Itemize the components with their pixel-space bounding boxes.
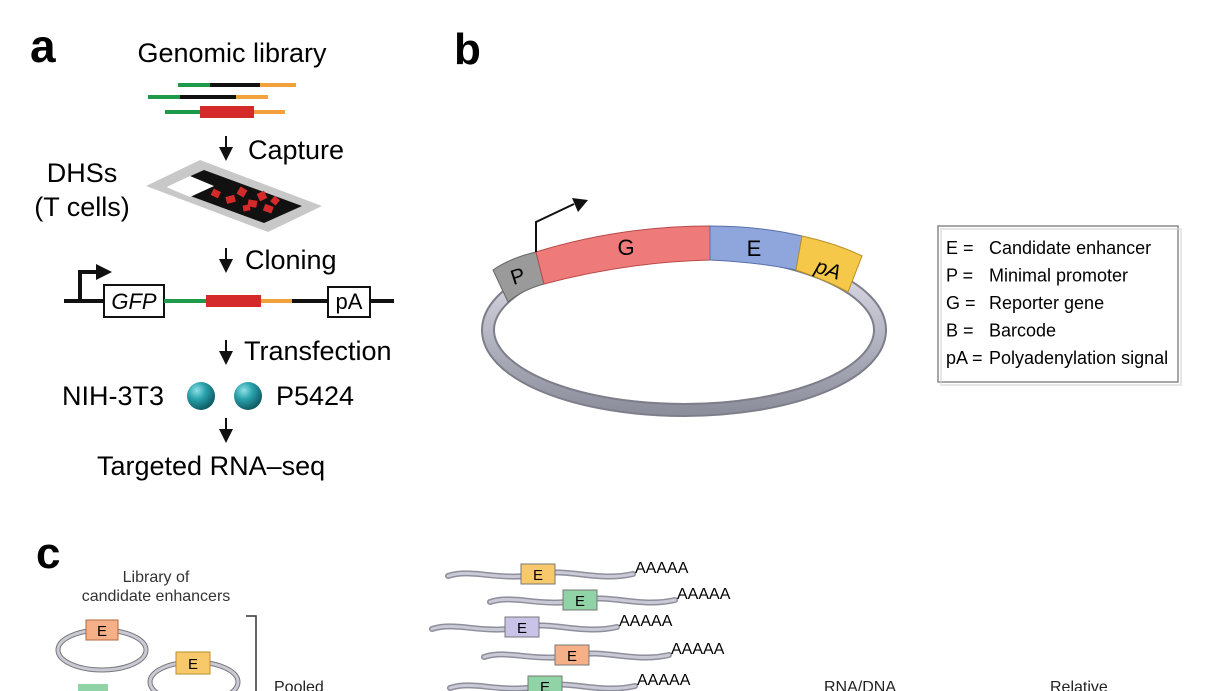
gfp-label: GFP (111, 289, 157, 314)
legend-key: pA = (946, 348, 983, 368)
transcript-enhancer-box (527, 675, 563, 691)
panel-c: c Library of candidate enhancers E E Poo… (36, 529, 1108, 691)
legend-key: P = (946, 266, 973, 286)
library-enhancer-green (78, 684, 108, 691)
transcript-enhancer-label: E (517, 620, 527, 637)
polya-tail-label: AAAAA (619, 613, 673, 630)
genomic-library-label: Genomic library (137, 38, 327, 68)
library-plasmids: E E (55, 619, 241, 691)
polya-tail-label: AAAAA (637, 672, 691, 689)
targeted-rnaseq-label: Targeted RNA–seq (97, 451, 325, 481)
transcript-enhancer-label: E (533, 567, 543, 584)
fragment-3-red (200, 106, 254, 118)
polya-tail-label: AAAAA (635, 560, 689, 577)
transcript-enhancer-label: E (540, 679, 550, 691)
legend-box (937, 225, 1182, 386)
legend-value: Candidate enhancer (989, 238, 1151, 258)
pooled-bracket (246, 615, 257, 691)
dhs-label-line1: DHSs (47, 158, 118, 188)
segment-p-label: P (508, 264, 528, 290)
cell-line-1-label: NIH-3T3 (62, 381, 164, 411)
library-label-line1: Library of (123, 569, 190, 586)
transcript-list: E AAAAA E AAAAA E AAAAA E AAAAA E AAAAA (429, 560, 731, 691)
polya-tail-label: AAAAA (677, 586, 731, 603)
rna-dna-label: RNA/DNA (824, 679, 896, 691)
pa-box (327, 286, 371, 318)
transcription-start-arrow-icon (535, 203, 575, 252)
library-label-line2: candidate enhancers (82, 588, 231, 605)
transcript-item: E AAAAA (487, 586, 731, 611)
legend-value: Polyadenylation signal (989, 348, 1168, 368)
cloning-label: Cloning (245, 245, 337, 275)
transcript-enhancer-box (520, 563, 556, 585)
segment-polya (795, 235, 863, 293)
promoter-arrow-icon (78, 270, 100, 301)
panel-a: a Genomic library Capture DHSs (T cells) (30, 20, 394, 481)
transcript-item: E AAAAA (481, 641, 725, 666)
legend-value: Barcode (989, 321, 1056, 341)
relative-label: Relative (1050, 679, 1108, 691)
panel-a-letter: a (30, 20, 56, 72)
cell-line-2-label: P5424 (276, 381, 354, 411)
transcript-enhancer-box (554, 644, 590, 666)
transcript-item: E AAAAA (445, 560, 689, 585)
transcript-item: E AAAAA (447, 672, 691, 691)
pooled-label: Pooled (274, 679, 324, 691)
library-fragments (148, 83, 296, 118)
legend-key: G = (946, 293, 976, 313)
panel-c-letter: c (36, 529, 60, 578)
transfection-label: Transfection (244, 336, 392, 366)
cell-icon-1 (187, 382, 215, 410)
legend-value: Minimal promoter (989, 266, 1128, 286)
library-enhancer-yellow (175, 651, 211, 675)
library-enhancer-orange (85, 619, 119, 641)
panel-b-letter: b (454, 25, 481, 74)
dhs-label-line2: (T cells) (34, 192, 130, 222)
transcript-enhancer-box (562, 589, 598, 611)
transcript-enhancer-box (504, 616, 540, 638)
pa-label: pA (336, 289, 363, 314)
cell-icon-2 (234, 382, 262, 410)
segment-e-label: E (747, 236, 762, 261)
legend-value: Reporter gene (989, 293, 1104, 313)
capture-label: Capture (248, 135, 344, 165)
panel-b: b P G E pA E = Candidate enhancer P = Minim… (454, 25, 1182, 417)
enhancer-insert (206, 295, 261, 307)
plasmid-segments: P G E pA (492, 225, 863, 303)
capture-array-chip (146, 160, 322, 232)
legend-key: B = (946, 321, 974, 341)
transcript-enhancer-label: E (575, 593, 585, 610)
polya-tail-label: AAAAA (671, 641, 725, 658)
legend-key: E = (946, 238, 974, 258)
library-enhancer-label-1: E (97, 623, 107, 640)
legend-rows: E = Candidate enhancer P = Minimal promoter… (946, 238, 1168, 368)
transcript-enhancer-label: E (567, 648, 577, 665)
transcript-item: E AAAAA (429, 613, 673, 638)
reporter-construct: GFP pA (64, 264, 394, 318)
library-enhancer-label-2: E (188, 656, 198, 673)
segment-g-label: G (617, 235, 634, 260)
